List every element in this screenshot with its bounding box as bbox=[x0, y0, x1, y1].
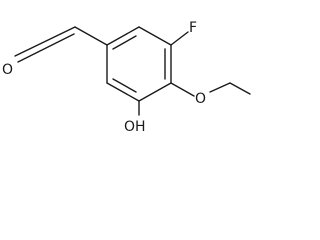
hydroxyl-label: OH bbox=[124, 119, 146, 135]
ether-oxygen-label: O bbox=[195, 91, 206, 107]
ring-bond-c6-c1 bbox=[106, 26, 140, 46]
aldehyde-oxygen-label: O bbox=[2, 62, 13, 78]
ring-double-bond-inner-left bbox=[112, 78, 137, 93]
bond-o-to-ch2 bbox=[209, 82, 231, 93]
ring-bond-c3-c4 bbox=[138, 82, 172, 102]
bond-ring-to-f bbox=[170, 31, 189, 46]
ring-bond-c5-c6 bbox=[138, 26, 172, 46]
bond-ring-to-cho bbox=[74, 26, 108, 46]
benzene-ring bbox=[106, 26, 172, 102]
double-bond-c-o-a bbox=[14, 26, 76, 57]
bond-ch2-to-ch3 bbox=[229, 82, 251, 95]
fluorine-label: F bbox=[189, 20, 197, 36]
ethoxy-group: O bbox=[170, 82, 251, 107]
hydroxyl-group: OH bbox=[124, 100, 146, 135]
bond-ring-to-ether-o bbox=[170, 82, 195, 97]
structure-diagram: O F O OH bbox=[2, 20, 251, 135]
aldehyde-group: O bbox=[2, 26, 108, 78]
ring-double-bond-inner-top bbox=[112, 35, 137, 50]
double-bond-c-o-b bbox=[17, 33, 75, 63]
ring-bond-c2-c3 bbox=[106, 82, 140, 102]
fluoro-substituent: F bbox=[170, 20, 197, 46]
